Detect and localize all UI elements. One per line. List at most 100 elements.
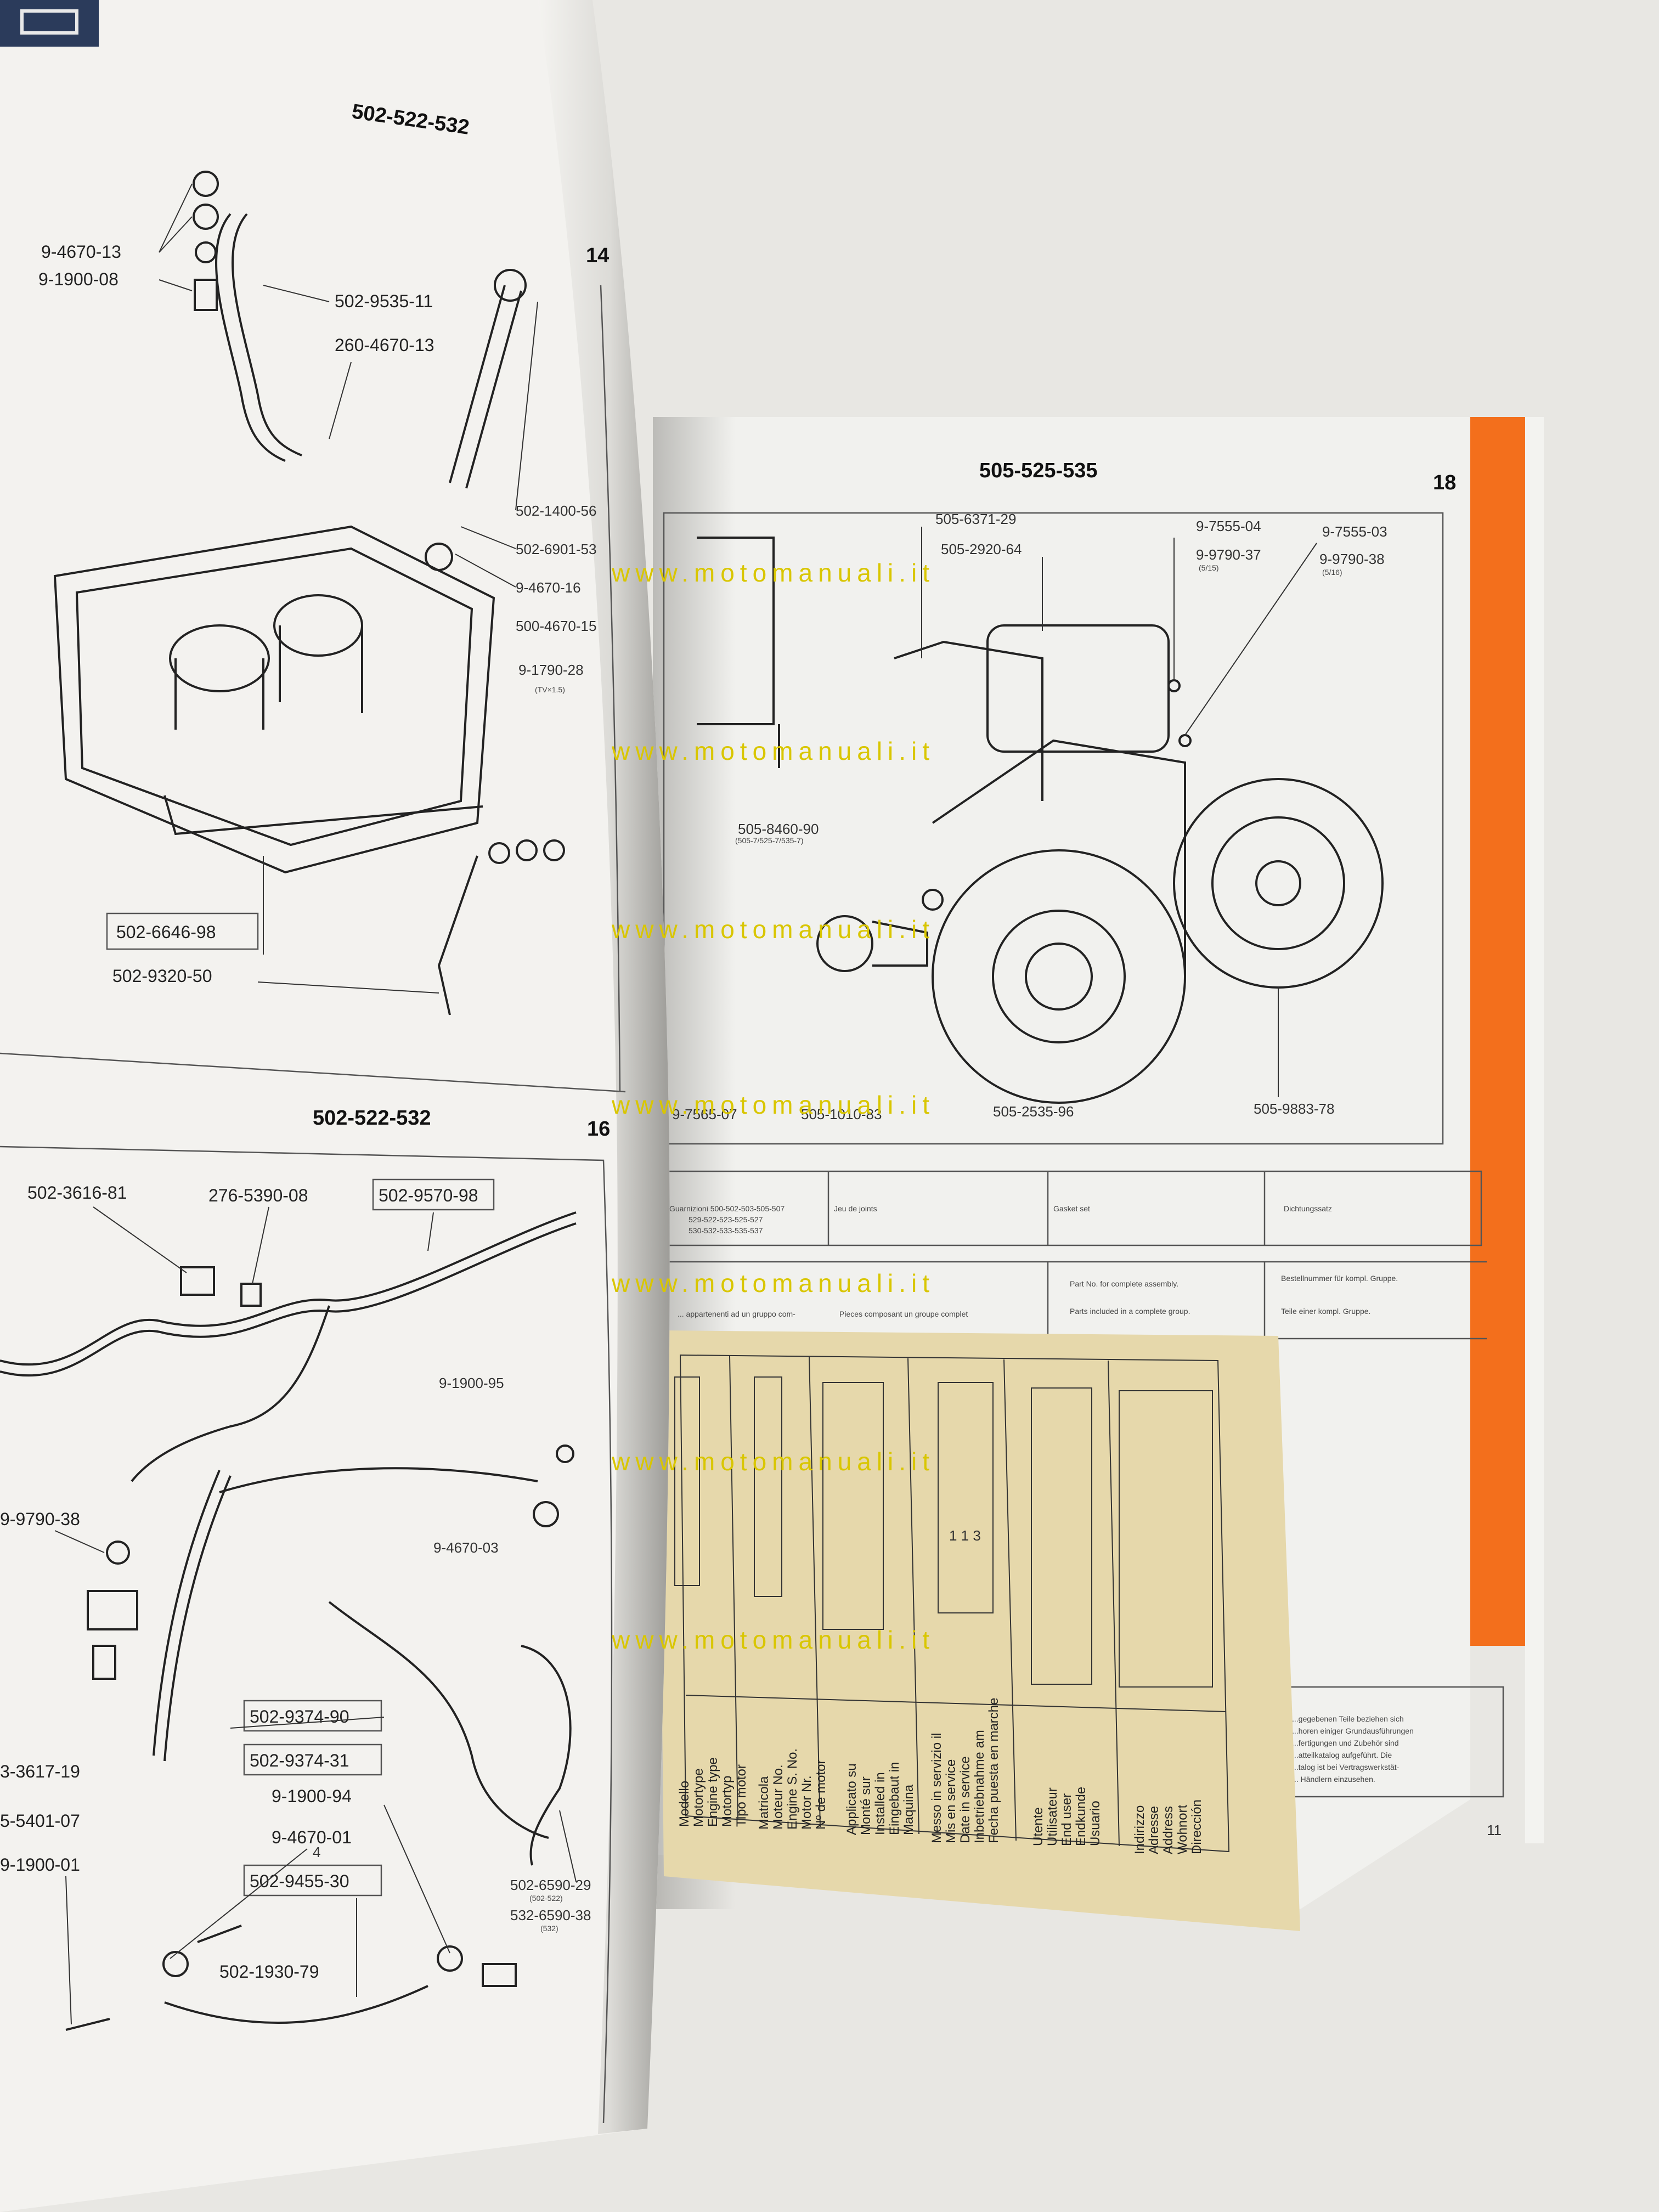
right-page-number: 18: [1433, 471, 1456, 494]
table-cell: ... appartenenti ad un gruppo com-: [678, 1310, 795, 1318]
watermark-text: www.motomanuali.it: [611, 737, 935, 765]
part-label: 502-9320-50: [112, 966, 212, 986]
card-label: Inbetriebnahme am: [972, 1730, 987, 1843]
footer-page-number: 11: [1487, 1822, 1502, 1838]
card-label: Utilisateur: [1045, 1787, 1060, 1846]
part-label: 9-1790-28: [518, 662, 584, 678]
card-column-labels: Modello Motortype Engine type Motortyp T…: [677, 1698, 1204, 1855]
card-label: Motortype: [691, 1768, 706, 1827]
part-label: 5-5401-07: [0, 1811, 80, 1831]
part-label: 3-3617-19: [0, 1762, 80, 1781]
card-label: End user: [1059, 1793, 1074, 1846]
corner-logo-tab: [0, 0, 99, 47]
part-note: (505-7/525-7/535-7): [735, 836, 804, 845]
part-note: (502-522): [529, 1894, 563, 1903]
part-label: 9-7555-04: [1196, 518, 1261, 534]
left-top-part-labels: 9-4670-13 9-1900-08 502-9535-11 260-4670…: [38, 183, 596, 994]
part-label: 502-6590-29: [510, 1877, 591, 1893]
left-top-page-number: 14: [586, 244, 609, 267]
card-label: Utente: [1031, 1807, 1046, 1846]
card-label: Engine type: [706, 1757, 720, 1827]
card-label: Usuario: [1088, 1801, 1103, 1846]
card-label: Installed in: [873, 1772, 888, 1835]
card-label: Maquina: [901, 1784, 916, 1835]
part-label: 9-4670-13: [41, 242, 121, 262]
part-label: 9-4670-01: [272, 1827, 352, 1847]
note-line: ...horen einiger Grundausführungen: [1292, 1726, 1414, 1735]
card-label: Eingebaut in: [887, 1762, 902, 1835]
card-label: Mis en service: [944, 1759, 958, 1843]
left-bottom-page-number: 16: [587, 1118, 610, 1141]
card-label: Engine S. No.: [785, 1748, 800, 1830]
part-label: 9-1900-94: [272, 1786, 352, 1806]
card-label: Indirizzo: [1132, 1805, 1147, 1854]
table-cell: Teile einer kompl. Gruppe.: [1281, 1307, 1370, 1316]
part-note: (5/15): [1199, 563, 1219, 572]
part-label: 9-9790-38: [1319, 551, 1385, 567]
card-label: Tipo motor: [734, 1764, 749, 1827]
card-label: Motor Nr.: [799, 1775, 814, 1830]
part-label: 502-1400-56: [516, 503, 596, 519]
table-cell: 529-522-523-525-527: [689, 1215, 763, 1224]
part-label: 505-8460-90: [738, 821, 819, 837]
watermark-text: www.motomanuali.it: [611, 1269, 935, 1297]
card-label: Matricola: [757, 1776, 771, 1830]
watermark-text: www.motomanuali.it: [611, 1626, 935, 1654]
qty-note: 4: [313, 1844, 320, 1860]
part-label: 505-9883-78: [1254, 1101, 1334, 1117]
note-line: ...talog ist bei Vertragswerkstät-: [1292, 1763, 1400, 1771]
card-label: Monté sur: [859, 1776, 873, 1835]
part-label: 505-2535-96: [993, 1103, 1074, 1120]
note-line: ...fertigungen und Zubehör sind: [1292, 1739, 1399, 1747]
note-line: ... Händlern einzusehen.: [1292, 1775, 1375, 1784]
part-label: 505-6371-29: [935, 511, 1016, 527]
table-cell: Dichtungssatz: [1284, 1204, 1332, 1213]
watermarks: www.motomanuali.it www.motomanuali.it ww…: [611, 558, 935, 1654]
part-label: 500-4670-15: [516, 618, 596, 634]
table-cell: Part No. for complete assembly.: [1070, 1279, 1178, 1288]
card-label: Dirección: [1189, 1799, 1204, 1854]
part-label: 505-2920-64: [941, 541, 1022, 557]
table-cell: Gasket set: [1053, 1204, 1090, 1213]
part-label: 502-6646-98: [116, 922, 216, 942]
note-line: ...gegebenen Teile beziehen sich: [1292, 1714, 1404, 1723]
part-label: 505-1010-83: [801, 1106, 882, 1122]
part-label: 502-9455-30: [250, 1871, 349, 1891]
part-note: (532): [540, 1924, 558, 1933]
card-label: Endkunde: [1074, 1787, 1088, 1846]
part-label: 502-9535-11: [335, 291, 433, 311]
right-page-header: 505-525-535: [979, 459, 1098, 482]
watermark-text: www.motomanuali.it: [611, 1091, 935, 1119]
left-bottom-header: 502-522-532: [313, 1107, 431, 1130]
card-label: Wohnort: [1175, 1804, 1190, 1854]
part-label: 502-9570-98: [379, 1186, 478, 1205]
note-line: ...atteilkatalog aufgeführt. Die: [1292, 1751, 1392, 1759]
table-cell: Pieces composant un groupe complet: [839, 1310, 968, 1318]
part-box: [243, 1864, 382, 1897]
table-cell: Jeu de joints: [834, 1204, 877, 1213]
part-label: 9-9790-38: [0, 1509, 80, 1529]
part-label: 9-4670-16: [516, 579, 581, 596]
orange-tab: [1470, 417, 1525, 1646]
oil-pan-drawing: [53, 171, 565, 1015]
watermark-text: www.motomanuali.it: [611, 915, 935, 944]
card-label: Nº de motor: [814, 1760, 828, 1830]
part-note: (5/16): [1322, 568, 1342, 577]
registration-card: 1 1 3 Modello Motortype Engine type Moto…: [658, 1330, 1300, 1931]
part-label: 9-7555-03: [1322, 523, 1387, 540]
part-label: 532-6590-38: [510, 1907, 591, 1923]
part-label: 9-9790-37: [1196, 546, 1261, 563]
part-note: (TV×1.5): [535, 685, 565, 694]
right-part-labels: 505-6371-29 505-2920-64 9-7555-04 9-7555…: [672, 511, 1387, 1122]
table-cell: 530-532-533-535-537: [689, 1226, 763, 1235]
table-cell: Bestellnummer für kompl. Gruppe.: [1281, 1274, 1398, 1283]
table-cell: Parts included in a complete group.: [1070, 1307, 1190, 1316]
table-cell: Guarnizioni 500-502-503-505-507: [669, 1204, 785, 1213]
card-label: Messo in servizio il: [929, 1733, 944, 1843]
right-diagram-frame: [663, 512, 1444, 1145]
card-label: Adresse: [1147, 1806, 1161, 1854]
part-label: 260-4670-13: [335, 335, 434, 355]
left-bottom-part-labels: 502-3616-81 276-5390-08 502-9570-98 9-19…: [0, 1178, 591, 2025]
magneto-drawing: [697, 537, 1384, 1104]
